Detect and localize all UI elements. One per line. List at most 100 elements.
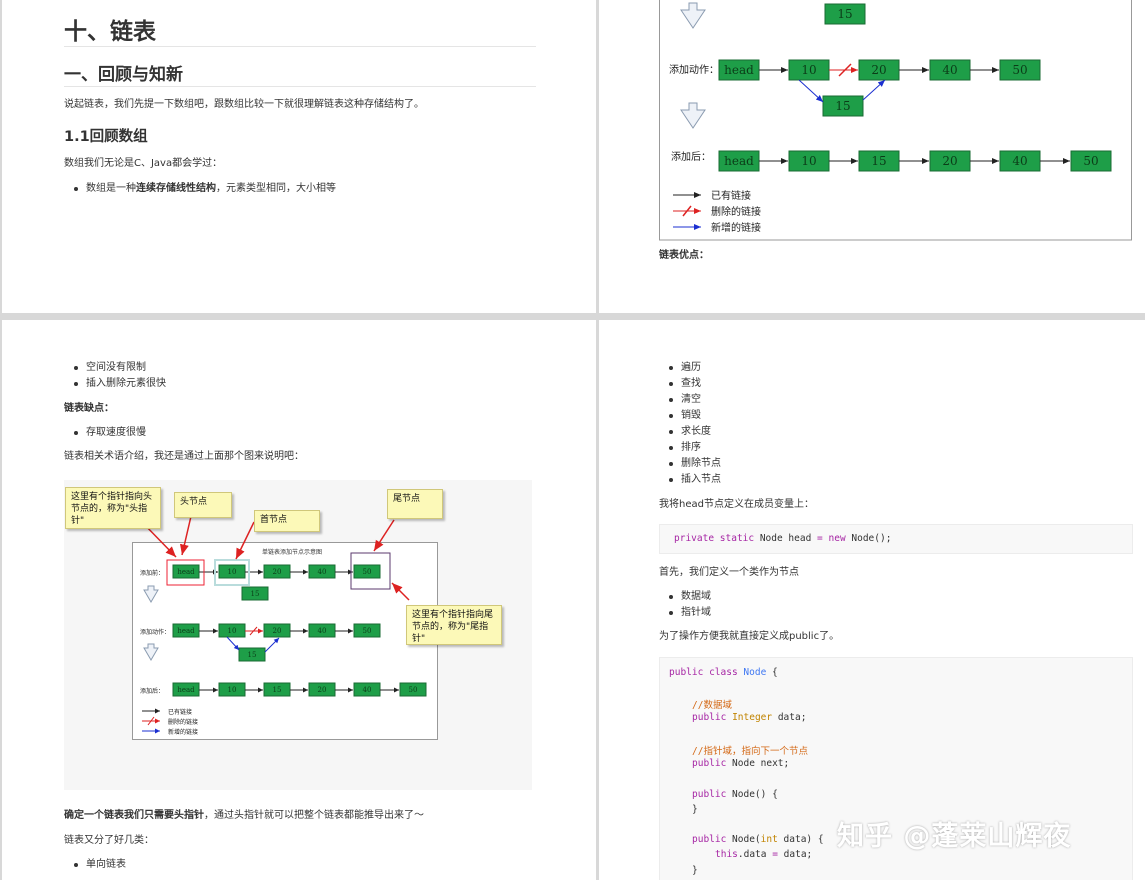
code-comment: //数据域 [692, 700, 732, 711]
list-item: 单向链表 [64, 857, 126, 873]
node-label: head [177, 627, 195, 635]
code-line: } [692, 804, 698, 815]
node-15-top [824, 3, 866, 25]
label-before: 添加前： [140, 569, 164, 577]
node-label: 50 [409, 686, 418, 694]
code-line: private static Node head = new Node(); [674, 533, 892, 544]
node-15-new [822, 95, 864, 117]
legend-new: 新增的链接 [711, 221, 761, 234]
node-50 [1070, 150, 1112, 172]
node-label: 50 [363, 568, 372, 576]
head-definition-text: 我将head节点定义在成员变量上： [659, 499, 814, 510]
legend-new: 新增的链接 [168, 728, 198, 736]
node-label: 15 [871, 154, 886, 168]
list-item: 查找 [659, 376, 701, 392]
note-tail-pointer: 这里有个指针指向尾节点的，称为"尾指针" [406, 605, 502, 645]
intro-paragraph: 说起链表，我们先提一下数组吧，跟数组比较一下就很理解链表这种存储结构了。 [64, 99, 424, 110]
code-line: } [692, 865, 698, 876]
list-item: 空间没有限制 [64, 360, 146, 376]
code-line: public Node() { [692, 789, 778, 800]
legend-existing: 已有链接 [168, 708, 192, 716]
list-item: 求长度 [659, 424, 711, 440]
code-comment: //指针域，指向下一个节点 [692, 746, 808, 757]
public-note: 为了操作方便我就直接定义成public了。 [659, 631, 840, 642]
node-label: 10 [228, 568, 237, 576]
node-label: 50 [1083, 154, 1098, 168]
first-node-highlight [214, 559, 250, 586]
divider [64, 86, 536, 87]
code-line: this.data = data; [715, 849, 813, 860]
node-label: 40 [318, 627, 327, 635]
terms-intro: 链表相关术语介绍，我还是通过上面那个图来说明吧： [64, 451, 304, 462]
node-label: 10 [228, 686, 237, 694]
node-15 [241, 586, 269, 601]
node-label: 50 [363, 627, 372, 635]
list-item: 删除节点 [659, 456, 721, 472]
node-label: 20 [318, 686, 327, 694]
class-intro: 首先，我们定义一个类作为节点 [659, 567, 799, 578]
label-action: 添加动作： [669, 63, 719, 76]
divider [64, 46, 536, 47]
node-label: 20 [942, 154, 957, 168]
node-label: 15 [248, 651, 257, 659]
document-page-1: 十、链表 一、回顾与知新 说起链表，我们先提一下数组吧，跟数组比较一下就很理解链… [2, 0, 596, 313]
document-page-3: 空间没有限制 插入删除元素很快 链表缺点： 存取速度很慢 链表相关术语介绍，我还… [2, 320, 596, 880]
code-block-node-class: public class Node { //数据域 public Integer… [659, 657, 1133, 880]
array-intro: 数组我们无论是C、Java都会学过： [64, 158, 223, 169]
node-50 [353, 623, 381, 638]
node-label: 15 [835, 99, 850, 113]
node-label: 50 [1012, 63, 1027, 77]
list-item: 数据域 [659, 589, 711, 605]
node-label: 40 [318, 568, 327, 576]
annotated-linked-list-diagram: 单链表添加节点示意图 添加前： head 10 20 40 50 15 添加动作… [132, 542, 438, 740]
node-50 [399, 682, 427, 697]
node-label: 20 [273, 568, 282, 576]
node-15-new [238, 647, 266, 662]
node-label: 40 [942, 63, 957, 77]
code-line: public Node next; [692, 758, 790, 769]
note-head-pointer: 这里有个指针指向头节点的，称为"头指针" [65, 487, 161, 529]
section-title: 一、回顾与知新 [64, 65, 183, 85]
node-label: 40 [363, 686, 372, 694]
list-item: 插入删除元素很快 [64, 376, 166, 392]
node-label: head [724, 63, 754, 77]
cons-title: 链表缺点： [64, 403, 114, 414]
diagram-title: 单链表添加节点示意图 [262, 548, 322, 556]
label-after: 添加后： [671, 150, 711, 163]
list-item: 数组是一种连续存储线性结构，元素类型相同，大小相等 [64, 181, 336, 197]
node-label: head [177, 568, 195, 576]
note-head-node: 头节点 [174, 492, 232, 518]
down-arrow-icon [680, 102, 706, 129]
zhihu-watermark: 知乎 @蓬莱山辉夜 [837, 821, 1072, 852]
note-tail-node: 尾节点 [387, 489, 443, 519]
node-label: 15 [273, 686, 282, 694]
list-item: 插入节点 [659, 472, 721, 488]
list-item: 清空 [659, 392, 701, 408]
legend-deleted: 删除的链接 [168, 718, 198, 726]
node-label: 10 [801, 154, 816, 168]
note-first-node: 首节点 [254, 510, 320, 532]
node-label: 20 [871, 63, 886, 77]
node-label: 20 [273, 627, 282, 635]
node-label: head [177, 686, 195, 694]
down-arrow-icon [680, 2, 706, 29]
diagram-frame [659, 0, 1132, 241]
kinds-intro: 链表又分了好几类： [64, 835, 154, 846]
tail-node-highlight [350, 552, 391, 590]
node-label: 15 [251, 590, 260, 598]
code-line: public Integer data; [692, 712, 807, 723]
subsection-title: 1.1回顾数组 [64, 129, 148, 145]
code-line: public Node(int data) { [692, 834, 824, 845]
list-item: 排序 [659, 440, 701, 456]
node-50 [999, 59, 1041, 81]
down-arrow-icon [143, 643, 159, 661]
node-label: 10 [801, 63, 816, 77]
node-label: 40 [1012, 154, 1027, 168]
chapter-title: 十、链表 [64, 19, 156, 45]
linked-list-insert-diagram: 15 添加动作： head 10 20 40 50 15 添加后： head 1… [659, 0, 1132, 241]
pros-title: 链表优点： [659, 250, 709, 261]
code-block-head: private static Node head = new Node(); [659, 524, 1133, 554]
node-50 [353, 564, 381, 579]
node-label: 15 [837, 7, 852, 21]
code-line: public class Node { [669, 667, 778, 678]
